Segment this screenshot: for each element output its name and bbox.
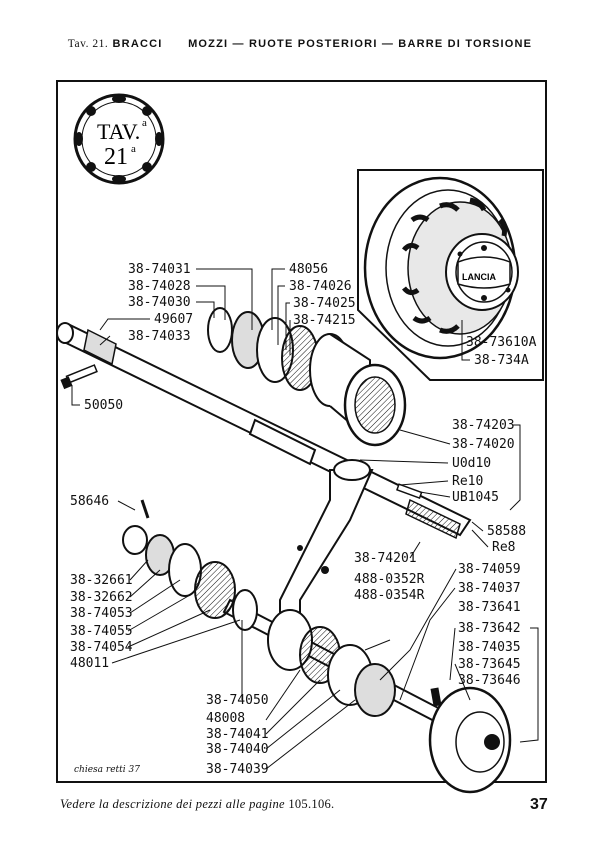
part-label: 38-74031 bbox=[128, 262, 191, 277]
part-label: 38-74050 bbox=[206, 693, 269, 708]
part-label: 488-0354R bbox=[354, 588, 425, 603]
part-label: 38-74055 bbox=[70, 624, 133, 639]
part-label: 38-74025 bbox=[293, 296, 356, 311]
table-number: Tav. 21. bbox=[67, 38, 109, 50]
part-label: Re8 bbox=[492, 540, 515, 555]
part-label: 38-74203 bbox=[452, 418, 515, 433]
part-label: 38-73610A bbox=[466, 335, 537, 350]
part-label: 48056 bbox=[289, 262, 328, 277]
footer-text: Vedere la descrizione dei pezzi alle pag… bbox=[60, 797, 285, 811]
tav-badge: TAV. a 21 a bbox=[73, 93, 165, 185]
part-label: 38-74201 bbox=[354, 551, 417, 566]
lancia-logo-text: LANCIA bbox=[462, 272, 496, 282]
part-label: 58646 bbox=[70, 494, 109, 509]
part-label: 488-0352R bbox=[354, 572, 425, 587]
part-label: 38-74026 bbox=[289, 279, 352, 294]
bearing-group-left bbox=[122, 499, 258, 631]
part-label: 48008 bbox=[206, 711, 245, 726]
part-label: 38-734A bbox=[474, 353, 529, 368]
badge-sup: a bbox=[142, 117, 147, 129]
part-label: 58588 bbox=[487, 524, 526, 539]
badge-number: 21 bbox=[104, 144, 128, 170]
page-footer: Vedere la descrizione dei pezzi alle pag… bbox=[60, 797, 334, 812]
part-label: 38-74028 bbox=[128, 279, 191, 294]
half-shaft-lower bbox=[222, 598, 512, 794]
bearing-stack-upper bbox=[207, 307, 407, 447]
part-label: 50050 bbox=[84, 398, 123, 413]
part-label: 38-74054 bbox=[70, 640, 133, 655]
badge-sup2: a bbox=[131, 143, 136, 155]
part-label: 38-73645 bbox=[458, 657, 521, 672]
part-label: 49607 bbox=[154, 312, 193, 327]
leader-lines bbox=[71, 268, 539, 770]
bolt-50050 bbox=[60, 364, 98, 390]
part-label: UB1045 bbox=[452, 490, 499, 505]
part-label: 38-74039 bbox=[206, 762, 269, 777]
page-title: MOZZI — RUOTE POSTERIORI — BARRE DI TORS… bbox=[188, 38, 533, 50]
part-label: 38-74041 bbox=[206, 727, 269, 742]
part-label: 38-32661 bbox=[70, 573, 133, 588]
page-number: 37 bbox=[530, 796, 548, 813]
page-header: Tav. 21. BRACCI MOZZI — RUOTE POSTERIORI… bbox=[0, 38, 600, 50]
part-label: 38-73646 bbox=[458, 673, 521, 688]
part-label: 38-74059 bbox=[458, 562, 521, 577]
part-label: 38-74030 bbox=[128, 295, 191, 310]
part-label: 38-73642 bbox=[458, 621, 521, 636]
footer-pages: 105.106. bbox=[288, 797, 335, 811]
part-label: 38-74020 bbox=[452, 437, 515, 452]
part-label: 38-74040 bbox=[206, 742, 269, 757]
part-label: 48011 bbox=[70, 656, 109, 671]
part-label: 38-74053 bbox=[70, 606, 133, 621]
part-label: 38-32662 bbox=[70, 590, 133, 605]
part-label: 38-73641 bbox=[458, 600, 521, 615]
section-name: BRACCI bbox=[112, 38, 163, 50]
part-label: Re10 bbox=[452, 474, 483, 489]
part-label: 38-74037 bbox=[458, 581, 521, 596]
part-label: 38-74033 bbox=[128, 329, 191, 344]
badge-tav-text: TAV. bbox=[97, 119, 140, 144]
inset-brake-drum: LANCIA bbox=[357, 169, 544, 381]
part-labels: 38-74031 38-74028 38-74030 49607 38-7403… bbox=[70, 262, 537, 777]
part-label: 38-74035 bbox=[458, 640, 521, 655]
artist-signature: chiesa retti 37 bbox=[74, 765, 140, 775]
drawing-frame bbox=[56, 80, 547, 783]
part-label: U0d10 bbox=[452, 456, 491, 471]
part-label: 38-74215 bbox=[293, 313, 356, 328]
